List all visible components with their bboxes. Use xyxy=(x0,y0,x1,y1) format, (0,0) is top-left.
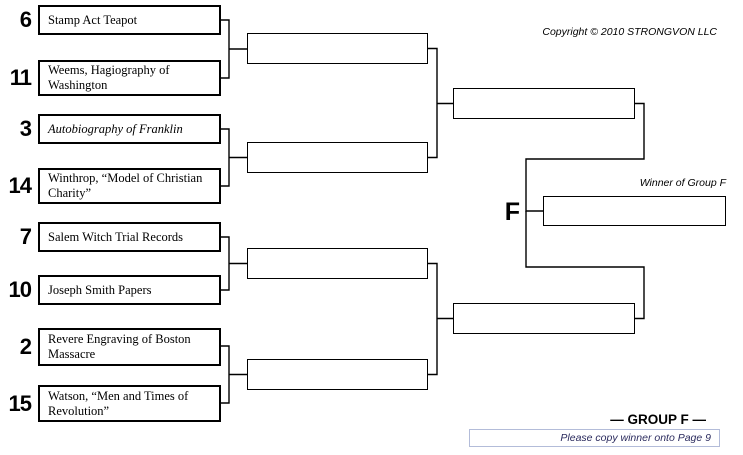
entry-name: Stamp Act Teapot xyxy=(48,12,138,27)
connector-semi-bottom xyxy=(428,262,453,376)
entry-box: Stamp Act Teapot xyxy=(38,5,221,35)
round3-slot xyxy=(453,88,635,119)
connector-final-top xyxy=(525,102,645,212)
group-letter: F xyxy=(504,198,520,226)
connector-pair-2 xyxy=(221,128,247,187)
entry-box: Salem Witch Trial Records xyxy=(38,222,221,252)
entry-name: Weems, Hagiography of Washington xyxy=(48,63,170,92)
entry-box: Watson, “Men and Times of Revolution” xyxy=(38,385,221,422)
entry-seed: 7 xyxy=(19,224,32,249)
entry-name: Autobiography of Franklin xyxy=(48,121,183,136)
connector-final-bottom xyxy=(525,211,645,320)
final-winner-slot xyxy=(543,196,726,226)
entry-box: Winthrop, “Model of Christian Charity” xyxy=(38,168,221,204)
round3-slot xyxy=(453,303,635,334)
entry-box: Autobiography of Franklin xyxy=(38,114,221,144)
copy-winner-note-text: Please copy winner onto Page 9 xyxy=(560,432,711,444)
entry-name: Salem Witch Trial Records xyxy=(48,229,184,244)
connector-pair-3 xyxy=(221,236,247,291)
copyright-notice: Copyright © 2010 STRONGVON LLC xyxy=(542,26,717,38)
entry-seed: 3 xyxy=(19,116,32,141)
round2-slot xyxy=(247,142,428,173)
entry-name: Watson, “Men and Times of Revolution” xyxy=(48,388,189,418)
entry-box: Revere Engraving of Boston Massacre xyxy=(38,328,221,366)
winner-label: Winner of Group F xyxy=(639,177,726,189)
entry-seed: 15 xyxy=(8,390,32,416)
connector-pair-1 xyxy=(221,19,247,79)
connector-pair-4 xyxy=(221,345,247,404)
entry-seed: 6 xyxy=(19,7,32,32)
copy-winner-note-box: Please copy winner onto Page 9 xyxy=(469,429,720,447)
entry-box: Weems, Hagiography of Washington xyxy=(38,60,221,96)
entry-name: Revere Engraving of Boston Massacre xyxy=(48,332,191,361)
entry-seed: 14 xyxy=(8,173,32,198)
entry-seed: 2 xyxy=(19,334,32,359)
group-footer-label: — GROUP F — xyxy=(610,412,706,427)
entry-name: Winthrop, “Model of Christian Charity” xyxy=(48,171,203,200)
round2-slot xyxy=(247,248,428,279)
entry-name: Joseph Smith Papers xyxy=(48,282,152,297)
entry-seed: 10 xyxy=(8,277,32,302)
round2-slot xyxy=(247,359,428,390)
entry-box: Joseph Smith Papers xyxy=(38,275,221,305)
round2-slot xyxy=(247,33,428,64)
entry-seed: 11 xyxy=(9,65,32,90)
connector-semi-top xyxy=(428,47,453,159)
